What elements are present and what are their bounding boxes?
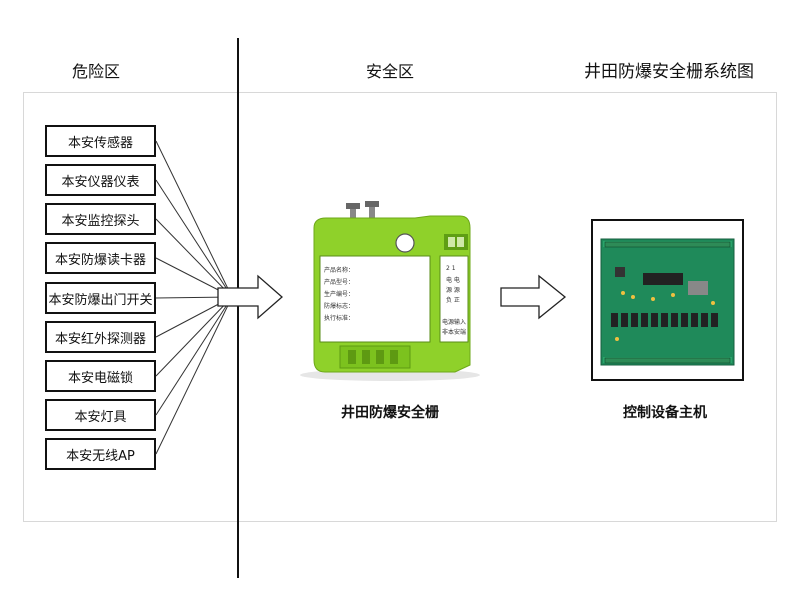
arrow-to-controller bbox=[500, 274, 567, 320]
device-box-instrument: 本安仪器仪表 bbox=[45, 164, 156, 196]
barrier-label-lines: 产品名称： 产品型号： 生产编号： 防爆标志： 执行标准： bbox=[324, 266, 354, 322]
danger-zone-title: 危险区 bbox=[72, 62, 121, 81]
controller-frame bbox=[591, 219, 744, 381]
device-box-lamp: 本安灯具 bbox=[45, 399, 156, 431]
controller-caption: 控制设备主机 bbox=[623, 405, 707, 421]
zone-divider-line bbox=[237, 38, 239, 578]
diagram-title: 井田防爆安全栅系统图 bbox=[584, 62, 754, 82]
terminal-text: 负 正 bbox=[446, 296, 460, 304]
barrier-label-line: 防爆标志： bbox=[324, 302, 354, 310]
device-box-card-reader: 本安防爆读卡器 bbox=[45, 242, 156, 274]
controller-board-image bbox=[600, 238, 735, 366]
barrier-label-line: 产品名称： bbox=[324, 266, 354, 274]
arrow-to-barrier bbox=[217, 274, 283, 320]
terminal-text: 电源输入 bbox=[442, 318, 466, 326]
device-box-exit-switch: 本安防爆出门开关 bbox=[45, 282, 156, 314]
terminal-text: 电 电 bbox=[446, 276, 460, 284]
barrier-label-line: 执行标准： bbox=[324, 314, 354, 322]
device-box-wireless-ap: 本安无线AP bbox=[45, 438, 156, 470]
device-box-sensor: 本安传感器 bbox=[45, 125, 156, 157]
safe-zone-title: 安全区 bbox=[366, 62, 415, 81]
device-box-camera: 本安监控探头 bbox=[45, 203, 156, 235]
barrier-device-image bbox=[300, 201, 480, 381]
device-box-infrared-detector: 本安红外探测器 bbox=[45, 321, 156, 353]
terminal-text: 非本安端 bbox=[442, 328, 466, 336]
barrier-caption: 井田防爆安全栅 bbox=[341, 405, 439, 421]
barrier-terminal-lines: 2 1 电 电 源 源 负 正 电源输入 非本安端 bbox=[442, 265, 466, 336]
terminal-text: 源 源 bbox=[446, 286, 460, 294]
device-box-magnetic-lock: 本安电磁锁 bbox=[45, 360, 156, 392]
connection-lines bbox=[155, 140, 233, 455]
terminal-text: 2 1 bbox=[446, 265, 456, 272]
barrier-label-line: 产品型号： bbox=[324, 278, 354, 286]
barrier-label-line: 生产编号： bbox=[324, 290, 354, 298]
